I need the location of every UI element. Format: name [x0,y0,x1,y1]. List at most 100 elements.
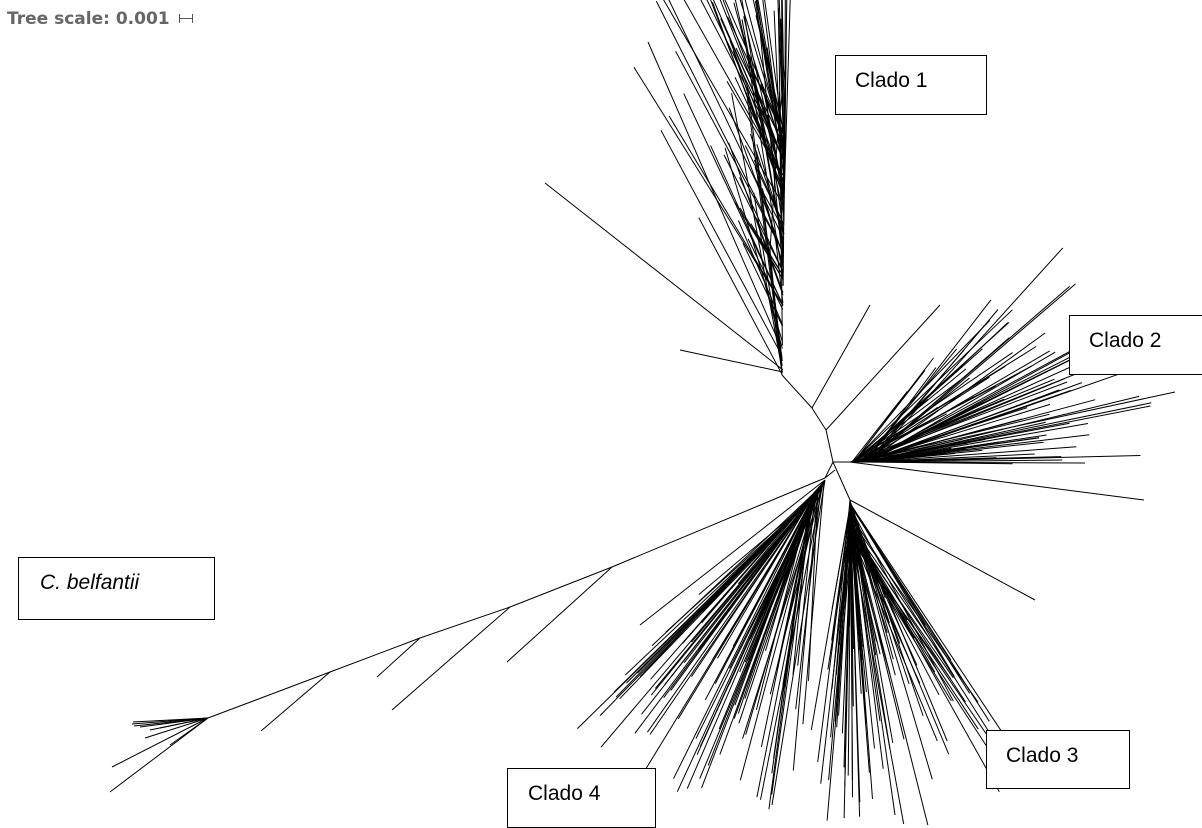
belfantii-branch [159,717,209,729]
belfantii-branch [169,717,209,746]
clade-1-branch [780,18,786,166]
clade-4-branch [795,485,822,710]
clade-1-branch [660,129,783,357]
tree-branch [781,374,813,409]
clade-1-branch [739,207,784,280]
clade-1-branch [712,2,785,199]
clade-3-branch [849,501,933,780]
belfantii-branch [506,566,613,663]
clade-4-branch [673,495,815,779]
clade-4-branch [683,503,809,664]
clade-1-branch [731,93,783,371]
clade-3-branch [847,527,852,776]
tree-branch [811,407,827,431]
clade-2-branch [866,349,965,463]
clade-2-branch [869,457,997,463]
clade-3-branch [810,505,851,731]
tree-branch [824,469,836,479]
clade-3-branch [850,521,881,722]
tree-branch [832,461,851,501]
clade-4-branch [696,488,819,612]
clade-4-branch [697,503,809,651]
clade-2-branch [863,390,1071,463]
belfantii-branch [111,717,209,768]
clade-4-branch [637,501,810,674]
clade-2-branch [825,304,941,431]
clade-1-branch [774,237,784,304]
clade-4-branch [802,481,825,725]
clade-2-branch [869,446,1077,463]
clade-4-branch [771,496,814,795]
clade-3-branch [850,538,952,680]
belfantii-branch [376,637,421,678]
clade-2-branch [861,348,958,463]
clade-1-branch [737,220,784,326]
clade-4-branch [776,495,815,670]
clade-label-1-text: Clado 1 [855,69,928,92]
clade-4-branch [760,482,824,800]
clade-2-branch [851,391,908,463]
clade-3-branch [849,499,1036,601]
clade-2-branch [853,398,1005,463]
tree-branch [825,429,834,463]
clade-4-branch [771,479,826,806]
clade-1-branch [781,0,786,145]
clade-3-branch [850,528,875,749]
clade-1-branch [743,88,785,184]
clade-4-branch [737,482,824,585]
clade-1-branch [783,0,791,192]
clade-4-branch [738,490,818,724]
clade-2-branch [849,391,1176,463]
clade-label-2-text: Clado 2 [1089,329,1162,352]
clade-1-branch [783,0,788,217]
clade-1-branch [739,0,786,146]
clade-4-branch [701,480,825,624]
clade-4-branch [646,482,824,733]
clade-3-branch [831,500,851,689]
clade-3-branch [850,526,966,703]
clade-1-branch [728,107,784,256]
clade-label-3-text: Clado 3 [1006,744,1079,767]
belfantii-branch [391,606,511,711]
clade-1-branch [655,0,785,254]
clade-3-branch [838,513,851,645]
clade-3-branch [850,519,979,703]
clade-4-branch [797,493,816,666]
clade-1-branch [735,47,786,148]
belfantii-branch [260,671,331,732]
clade-1-branch [719,0,786,165]
clade-4-branch [745,493,816,669]
tree-branch [824,461,834,479]
clade-2-branch [867,373,1121,463]
clade-3-branch [849,503,1022,761]
clade-2-branch [853,370,926,463]
clade-4-branch [756,489,819,798]
clade-2-branch [850,346,1037,463]
belfantii-branch [329,637,421,673]
clade-1-branch [734,0,785,216]
clade-1-branch [726,81,785,182]
clade-4-branch [771,500,811,774]
clade-label-2: Clado 2 [1069,315,1202,375]
clade-2-branch [851,375,967,463]
clade-label-1: Clado 1 [835,55,987,115]
clade-2-branch [861,441,1044,463]
clade-1-branch [759,27,784,271]
clade-2-branch [866,423,1088,463]
belfantii-branch [509,566,613,608]
belfantii-branch [133,717,209,727]
clade-1-branch [746,92,783,367]
clade-label-4: Clado 4 [507,768,656,828]
clade-2-branch [867,351,1056,463]
clade-1-branch [722,0,786,165]
clade-3-branch [850,528,862,663]
clade-3-branch [850,530,915,639]
clade-1-branch [734,76,785,184]
clade-2-branch [811,304,871,409]
clade-1-branch [698,217,783,375]
clade-label-4-text: Clado 4 [528,782,601,805]
clade-label-belfantii: C. belfantii [18,557,215,620]
clade-2-branch [863,382,1083,463]
clade-1-branch [742,243,784,327]
